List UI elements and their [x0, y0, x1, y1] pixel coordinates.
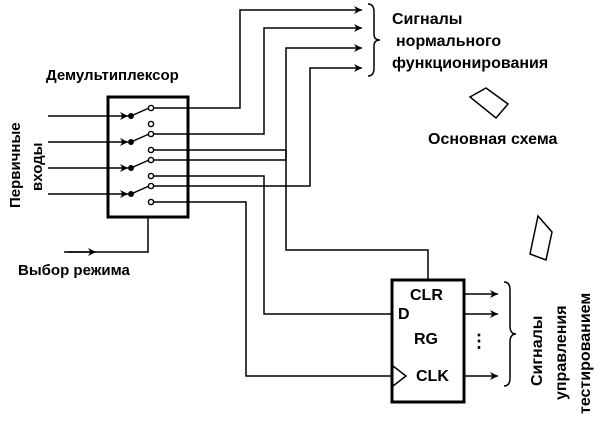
register-output-lines: [464, 290, 498, 380]
main-circuit-pointer: [468, 87, 510, 120]
test-signals-brace: [503, 281, 517, 387]
normal-signal-lines: [154, 6, 362, 187]
clock-triangle-icon: [392, 365, 408, 387]
test-signals-label-line1: Сигналы: [529, 316, 546, 386]
main-circuit-label: Основная схема: [428, 131, 557, 148]
register-d-label: D: [398, 306, 410, 323]
test-signals-pointer: [529, 214, 553, 262]
register-clr-label: CLR: [410, 287, 443, 304]
demultiplexer-label: Демультиплексор: [46, 67, 179, 84]
mode-select-label: Выбор режима: [18, 262, 130, 279]
test-signals-label-line3: тестированием: [577, 293, 594, 414]
normal-signals-label-line1: Сигналы: [392, 11, 462, 28]
demultiplexer-block: [106, 95, 190, 219]
demux-switches: [128, 104, 155, 206]
test-path-lines: [154, 149, 429, 377]
register-clk-label: CLK: [416, 368, 449, 385]
register-block: [390, 278, 466, 404]
normal-signals-label-line3: функционирования: [392, 55, 548, 72]
normal-signals-brace: [367, 3, 381, 77]
register-more-outputs: ⋮: [470, 331, 488, 351]
normal-signals-label-line2: нормального: [396, 33, 501, 50]
test-signals-label-line2: управления: [553, 305, 570, 400]
register-rg-label: RG: [414, 331, 438, 348]
primary-inputs-label-line2: входы: [29, 143, 46, 192]
primary-input-lines: [48, 112, 128, 198]
mode-select-line: [64, 217, 149, 256]
primary-inputs-label-line1: Первичные: [7, 122, 24, 208]
